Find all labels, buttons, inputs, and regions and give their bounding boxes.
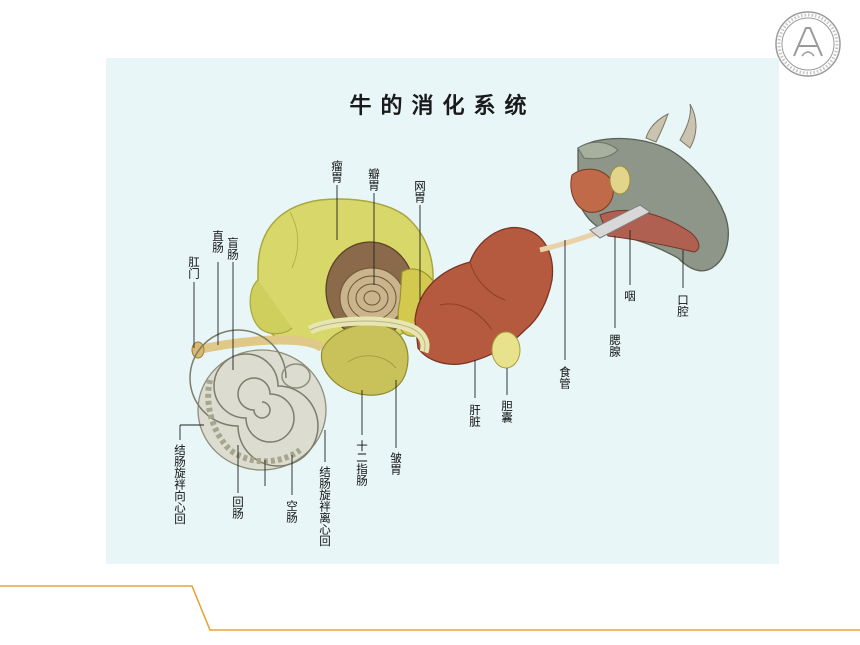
label-abomasum: 皱胃 <box>389 452 403 475</box>
label-salivary-gland: 腮腺 <box>608 334 622 357</box>
label-rectum: 直肠 <box>211 230 225 253</box>
university-seal-logo <box>772 8 844 84</box>
accent-line <box>0 585 860 631</box>
label-reticulum: 网胃 <box>413 180 427 203</box>
label-cecum: 盲肠 <box>226 237 240 260</box>
label-ileum: 回肠 <box>231 496 245 519</box>
diagram-title: 牛的消化系统 <box>349 93 536 119</box>
label-liver: 肝脏 <box>468 404 482 427</box>
label-pharynx: 咽 <box>623 290 637 302</box>
label-jejunum: 空肠 <box>285 500 299 523</box>
label-esophagus: 食管 <box>558 366 572 389</box>
label-omasum: 瓣胃 <box>367 168 381 191</box>
label-gallbladder: 胆囊 <box>500 400 514 423</box>
label-anus: 肛门 <box>187 256 201 279</box>
label-duodenum: 十二指肠 <box>355 440 369 486</box>
label-colon-centripetal: 结肠旋袢向心回 <box>173 444 187 525</box>
label-rumen: 瘤胃 <box>330 160 344 183</box>
label-colon-centrifugal: 结肠旋袢离心回 <box>318 466 332 547</box>
label-mouth: 口腔 <box>676 294 690 317</box>
